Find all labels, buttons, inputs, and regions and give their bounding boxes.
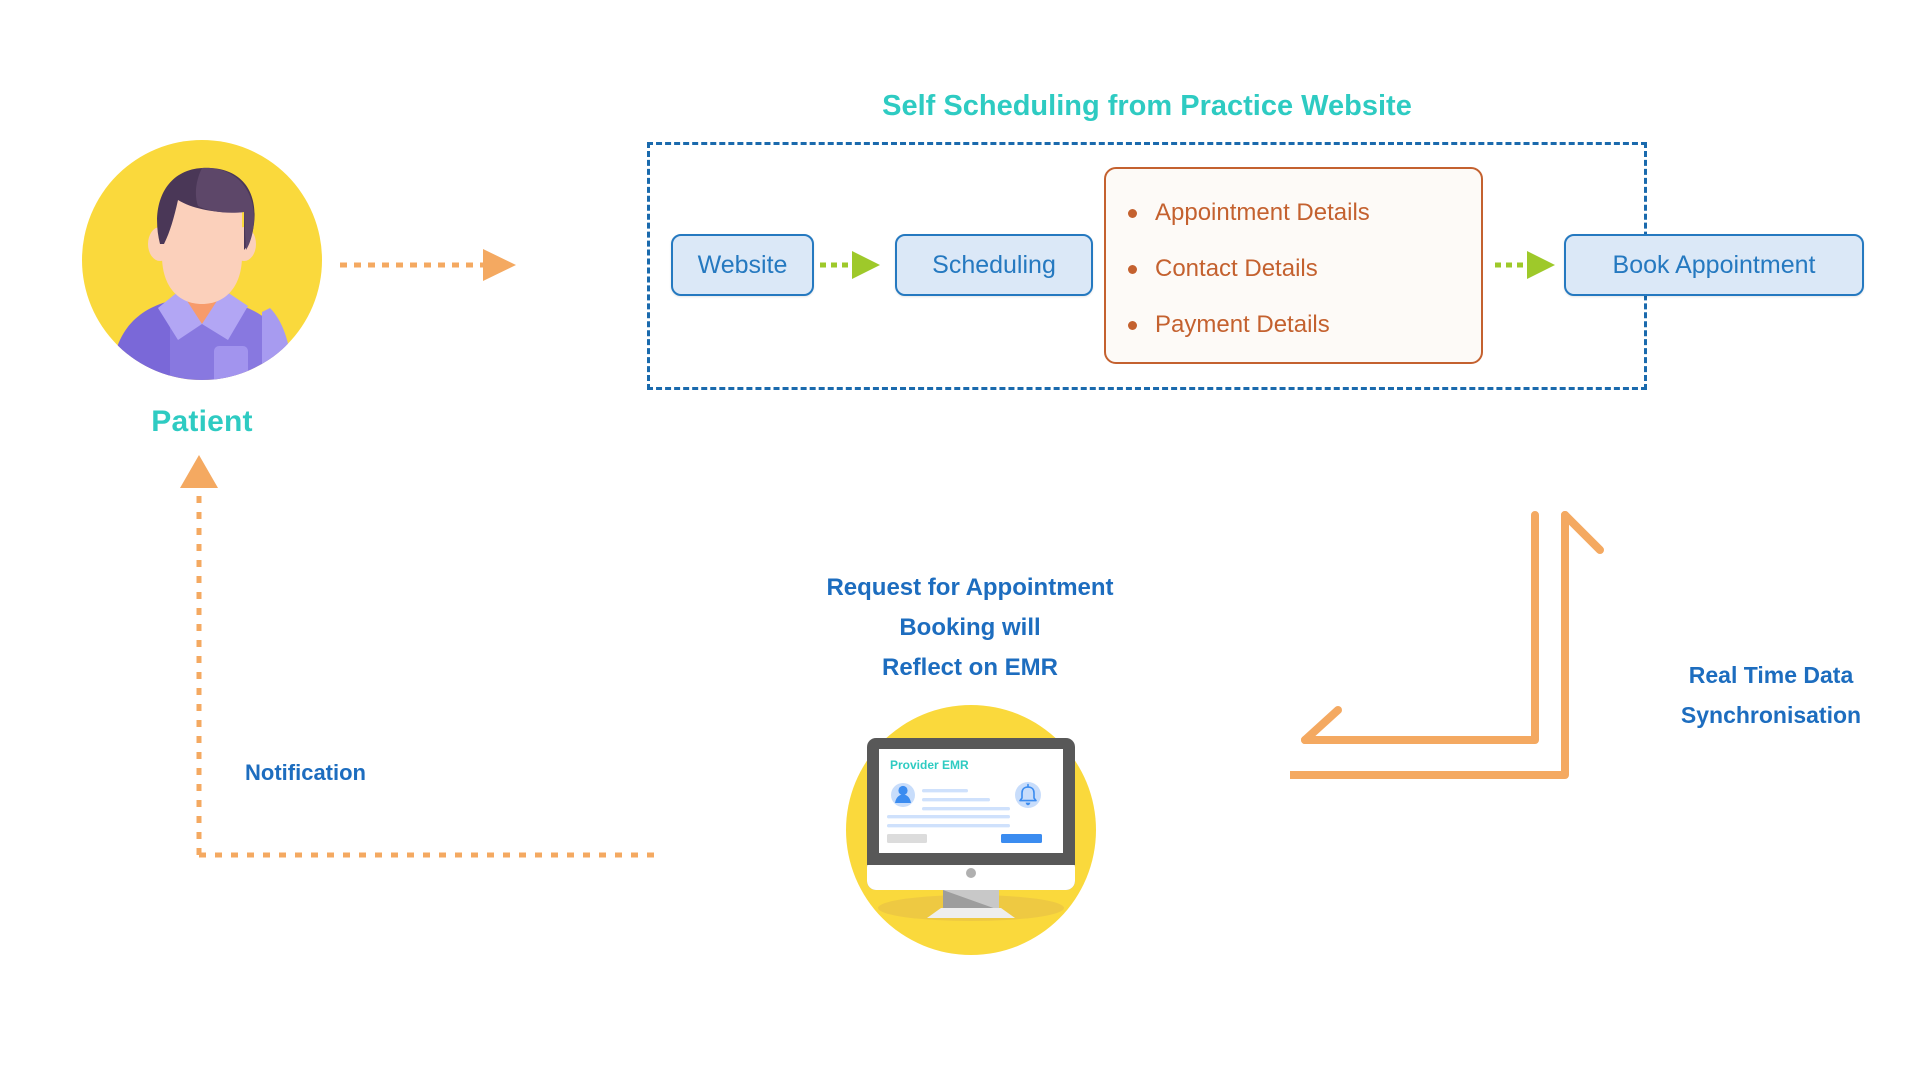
detail-item: Appointment Details [1128, 185, 1481, 241]
real-time-sync-label: Real Time Data Synchronisation [1646, 655, 1896, 735]
details-to-book-arrow-icon [1495, 250, 1557, 285]
emr-caption-line-3: Reflect on EMR [881, 654, 1058, 681]
section-title: Self Scheduling from Practice Website [882, 90, 1412, 122]
real-time-sync-line-1: Real Time Data [1688, 662, 1854, 688]
real-time-sync-arrows-icon [1286, 505, 1620, 810]
flow-box-book-appointment[interactable]: Book Appointment [1564, 234, 1864, 296]
patient-avatar-icon [82, 140, 322, 380]
provider-emr-illustration: Provider EMR [846, 705, 1096, 955]
emr-caption: Request for Appointment Booking will Ref… [740, 568, 1200, 688]
detail-item: Contact Details [1128, 241, 1481, 297]
svg-text:Provider EMR: Provider EMR [890, 758, 969, 772]
bullet-icon [1128, 208, 1137, 218]
flow-box-scheduling-label: Scheduling [932, 250, 1056, 279]
detail-item-label: Appointment Details [1155, 199, 1370, 226]
flow-box-website-label: Website [697, 250, 788, 279]
flow-box-book-appointment-label: Book Appointment [1612, 250, 1816, 279]
emr-caption-line-2: Booking will [899, 614, 1041, 641]
flow-box-scheduling[interactable]: Scheduling [895, 234, 1093, 296]
patient-to-website-arrow-icon [340, 245, 520, 290]
appointment-details-card: Appointment Details Contact Details Paym… [1104, 167, 1483, 364]
bullet-icon [1128, 264, 1137, 274]
flow-box-website[interactable]: Website [671, 234, 814, 296]
bullet-icon [1128, 320, 1137, 330]
real-time-sync-line-2: Synchronisation [1680, 702, 1862, 728]
detail-item-label: Payment Details [1155, 311, 1330, 338]
detail-item: Payment Details [1128, 297, 1481, 353]
patient-label: Patient [151, 405, 253, 438]
notification-label: Notification [245, 760, 366, 785]
detail-item-label: Contact Details [1155, 255, 1318, 282]
emr-to-patient-notification-arrow-icon [150, 455, 710, 880]
emr-caption-line-1: Request for Appointment [826, 574, 1114, 601]
website-to-scheduling-arrow-icon [820, 250, 882, 285]
